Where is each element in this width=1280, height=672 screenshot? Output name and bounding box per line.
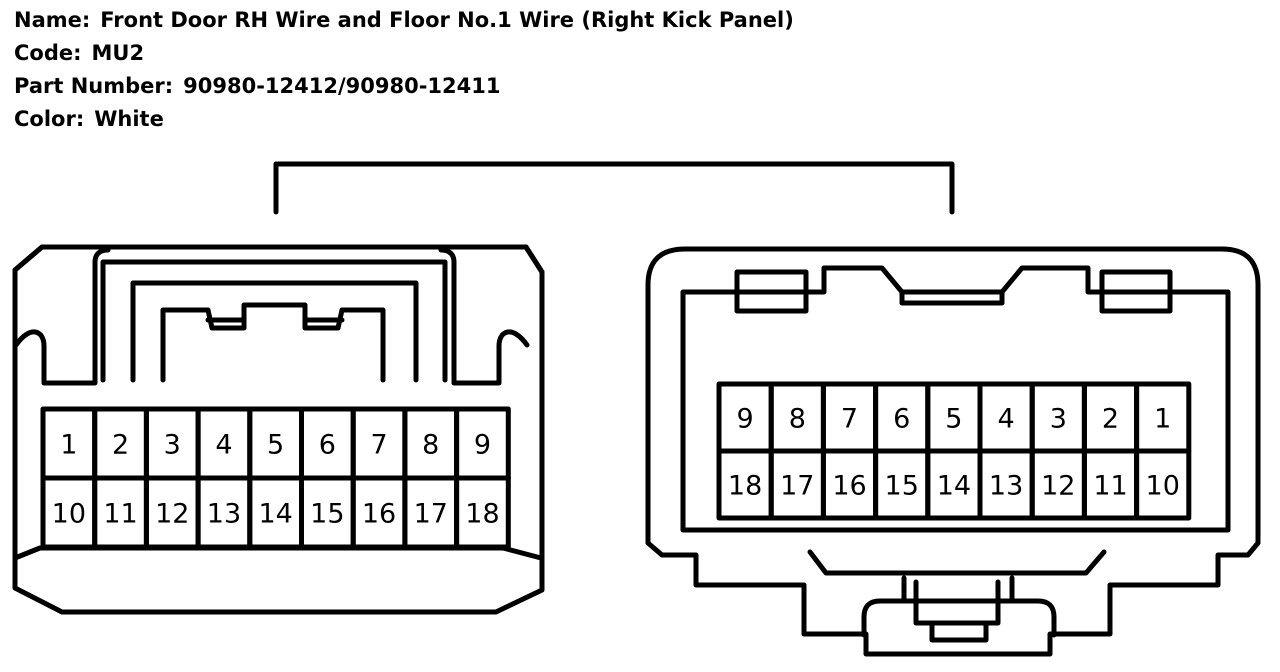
- name-label: Name:: [14, 8, 91, 32]
- pin-label-right-1: 1: [1154, 404, 1171, 435]
- pin-label-left-15: 15: [310, 499, 344, 530]
- pin-label-left-16: 16: [362, 499, 396, 530]
- pin-label-left-12: 12: [155, 499, 189, 530]
- pin-cavity-left-18: [454, 475, 511, 550]
- pin-label-left-1: 1: [60, 430, 77, 461]
- pin-label-right-9: 9: [737, 404, 754, 435]
- pin-label-right-8: 8: [789, 404, 806, 435]
- pin-label-right-5: 5: [945, 404, 962, 435]
- pin-label-right-18: 18: [728, 471, 762, 502]
- pin-label-left-17: 17: [414, 499, 448, 530]
- pin-label-left-6: 6: [319, 430, 336, 461]
- pin-labels-right: 9 8 7 6 5 4 3 2 1 18 17 16 15 14 13 12 11 10: [728, 404, 1180, 502]
- code-value: MU2: [91, 41, 145, 65]
- connector-info: Name: Front Door RH Wire and Floor No.1 W…: [14, 4, 794, 136]
- connector-right-body: [645, 246, 1261, 657]
- code-label: Code:: [14, 41, 82, 65]
- pin-label-right-16: 16: [832, 471, 866, 502]
- name-value: Front Door RH Wire and Floor No.1 Wire (…: [100, 8, 794, 32]
- pin-label-right-3: 3: [1050, 404, 1067, 435]
- pin-label-right-11: 11: [1093, 471, 1127, 502]
- pin-label-left-18: 18: [465, 499, 499, 530]
- pin-label-right-4: 4: [998, 404, 1015, 435]
- part-number-row: Part Number: 90980-12412/90980-12411: [14, 70, 794, 103]
- pin-label-left-11: 11: [103, 499, 137, 530]
- pin-label-right-7: 7: [841, 404, 858, 435]
- pin-label-left-8: 8: [422, 430, 439, 461]
- color-value: White: [94, 107, 164, 131]
- color-row: Color: White: [14, 103, 794, 136]
- pin-grid-left: [40, 406, 511, 550]
- pin-label-right-15: 15: [885, 471, 919, 502]
- pin-label-left-5: 5: [267, 430, 284, 461]
- color-label: Color:: [14, 107, 85, 131]
- pin-label-left-10: 10: [52, 499, 86, 530]
- code-row: Code: MU2: [14, 37, 794, 70]
- name-row: Name: Front Door RH Wire and Floor No.1 W…: [14, 4, 794, 37]
- part-number-label: Part Number:: [14, 74, 174, 98]
- pin-label-right-12: 12: [1041, 471, 1075, 502]
- pin-label-left-2: 2: [112, 430, 129, 461]
- pin-cavity-right-10: [1134, 448, 1192, 521]
- pin-grid-right: [716, 381, 1192, 521]
- pin-label-left-3: 3: [164, 430, 181, 461]
- pin-label-left-7: 7: [370, 430, 387, 461]
- part-number-value: 90980-12412/90980-12411: [183, 74, 501, 98]
- pin-label-right-14: 14: [937, 471, 971, 502]
- pin-label-right-2: 2: [1102, 404, 1119, 435]
- pin-label-right-6: 6: [893, 404, 910, 435]
- pin-label-right-13: 13: [989, 471, 1023, 502]
- pin-label-left-14: 14: [258, 499, 292, 530]
- pin-label-left-9: 9: [474, 430, 491, 461]
- pin-label-left-13: 13: [207, 499, 241, 530]
- pin-label-right-17: 17: [780, 471, 814, 502]
- pairing-bracket: [273, 161, 955, 215]
- pin-label-left-4: 4: [215, 430, 232, 461]
- pin-label-right-10: 10: [1146, 471, 1180, 502]
